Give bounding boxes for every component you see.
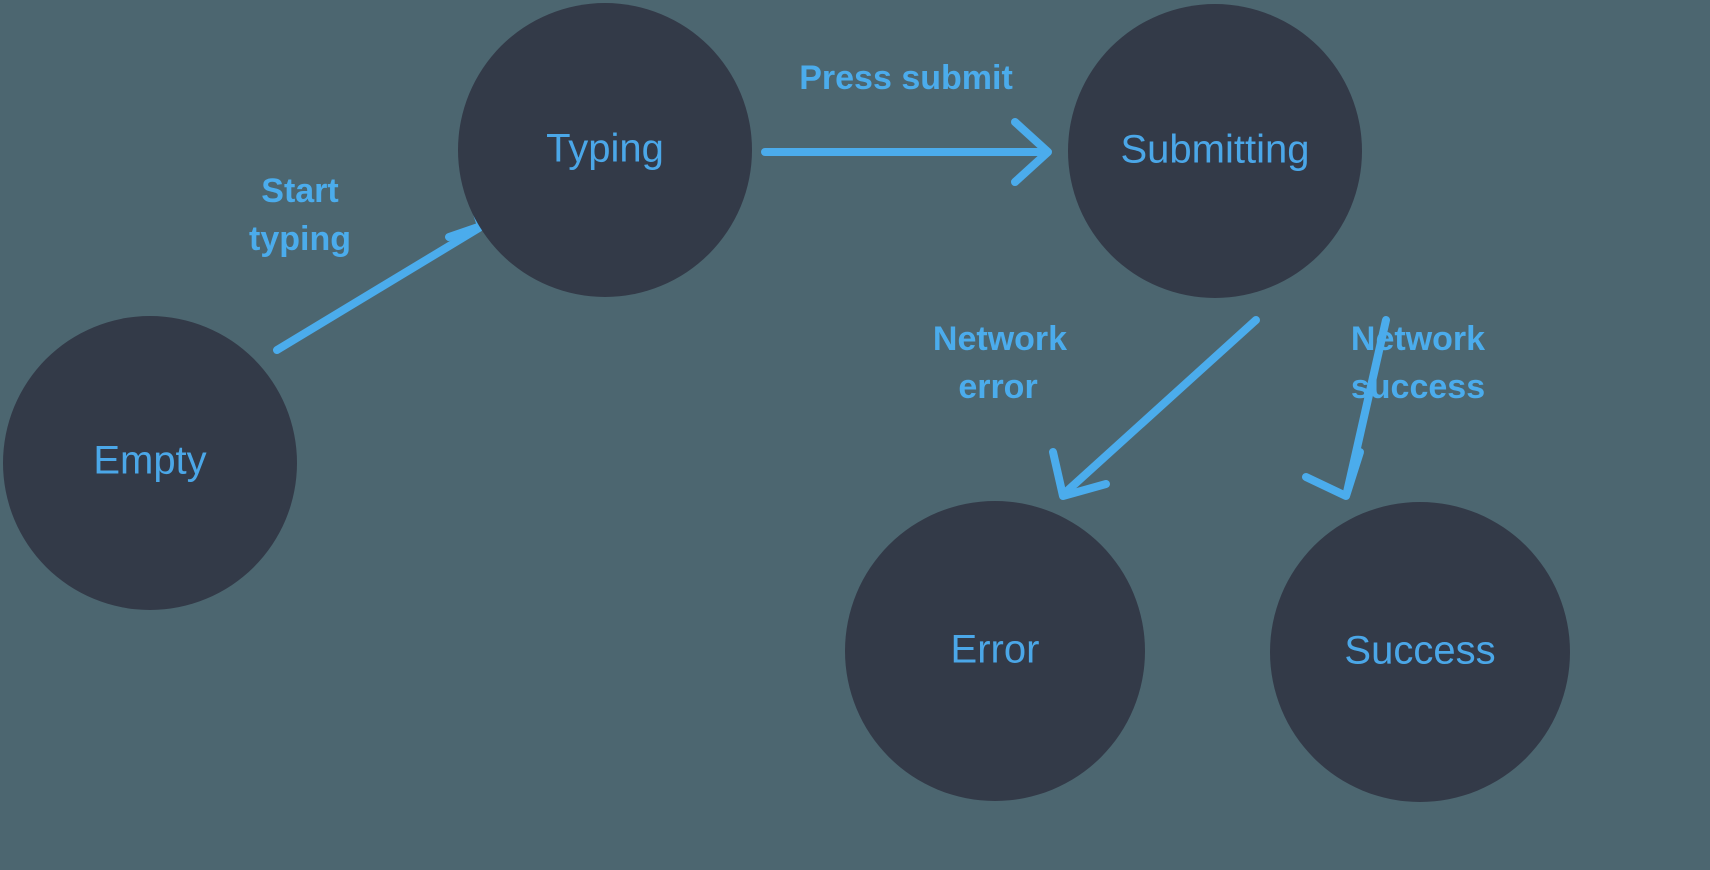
arrowhead-icon: [1011, 118, 1052, 186]
node-circle[interactable]: [1270, 502, 1570, 802]
edge-typing-to-submitting: [761, 118, 1052, 186]
node-typing[interactable]: Typing: [458, 3, 752, 297]
node-label-error: Error: [951, 628, 1040, 672]
node-circle[interactable]: [458, 3, 752, 297]
node-label-submitting: Submitting: [1121, 128, 1310, 172]
edge-label-line: typing: [249, 220, 351, 258]
node-error[interactable]: Error: [845, 501, 1145, 801]
arrowhead-icon: [1302, 448, 1364, 500]
edge-submitting-to-error: [1049, 316, 1260, 500]
edge-label-line: Start: [261, 172, 338, 210]
edge-label-press-submit: Press submit: [799, 59, 1013, 97]
node-circle[interactable]: [1068, 4, 1362, 298]
edge-label-line: success: [1351, 368, 1485, 406]
edge-empty-to-typing: [273, 190, 485, 354]
edge-line: [1062, 316, 1260, 496]
node-submitting[interactable]: Submitting: [1068, 4, 1362, 298]
node-circle[interactable]: [3, 316, 297, 610]
edge-label-network-error: Network error: [933, 320, 1067, 406]
edge-label-line: Network: [933, 320, 1067, 358]
node-label-success: Success: [1344, 629, 1495, 673]
node-label-empty: Empty: [93, 439, 206, 483]
edge-label-line: Press submit: [799, 59, 1013, 97]
edge-label-line: Network: [1351, 320, 1485, 358]
edge-label-network-success: Network success: [1351, 320, 1485, 406]
edge-submitting-to-success: [1302, 316, 1390, 500]
edge-label-line: error: [958, 368, 1037, 406]
edge-label-start-typing: Start typing: [249, 172, 351, 258]
node-empty[interactable]: Empty: [3, 316, 297, 610]
edge-line: [273, 224, 483, 354]
arrowhead-icon: [1049, 448, 1110, 500]
node-success[interactable]: Success: [1270, 502, 1570, 802]
node-circle[interactable]: [845, 501, 1145, 801]
node-label-typing: Typing: [546, 127, 664, 171]
